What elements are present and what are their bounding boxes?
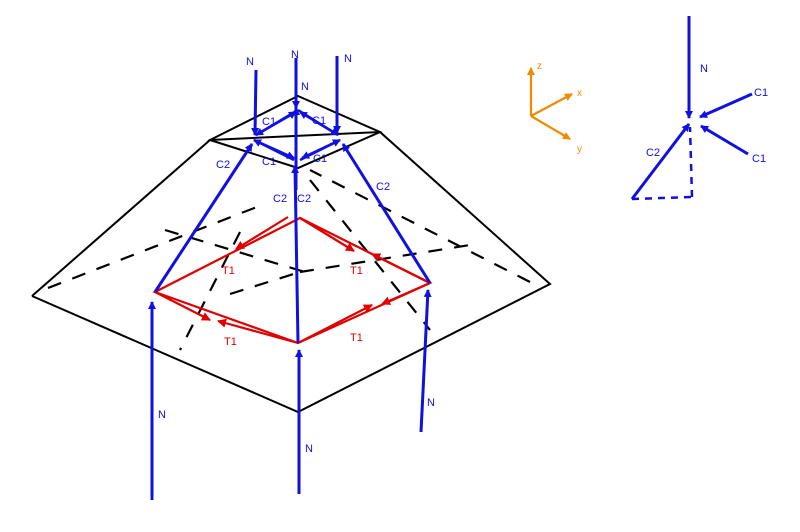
label-c1-c: C1 — [262, 156, 276, 168]
tie-square — [152, 216, 433, 345]
label-n-top-right: N — [344, 53, 352, 65]
hidden-edge-center-left — [179, 231, 241, 351]
detail-label-c1-upper: C1 — [754, 87, 768, 99]
tie-arrow-right-back — [371, 253, 431, 284]
detail-c2-arrow — [630, 123, 691, 200]
tie-arrow-front-right — [297, 304, 373, 344]
n-bottom-right — [419, 289, 432, 433]
detail-c1-lower-arrow — [700, 124, 749, 156]
axis-y-arrow — [530, 115, 571, 140]
tie-arrow-front-left — [154, 291, 211, 321]
compression-struts — [153, 107, 432, 344]
strut-c2-left — [153, 143, 254, 293]
top-c1-arrows — [253, 108, 341, 162]
axis-y-label: y — [577, 144, 582, 155]
label-c1-b: C1 — [312, 115, 326, 127]
label-t1-right-front: T1 — [350, 332, 363, 344]
c1-arrow-2 — [255, 110, 297, 137]
detail-label-c2: C2 — [646, 147, 660, 159]
label-c1-a: C1 — [262, 116, 276, 128]
footing-outline — [31, 94, 552, 414]
strut-c2-center — [291, 165, 300, 344]
detail-dashed-horizontal — [631, 195, 693, 201]
node-detail: N C1 C1 C2 — [630, 16, 768, 201]
hidden-edge-inner — [229, 270, 301, 296]
tie-arrow-front-right-2 — [381, 281, 431, 306]
hidden-edges — [47, 169, 531, 351]
label-c2-center-a: C2 — [273, 193, 287, 205]
axis-z-label: z — [537, 61, 542, 72]
label-c2-center-b: C2 — [297, 193, 311, 205]
label-n-top-left: N — [246, 56, 254, 68]
tie-arrow-right — [299, 217, 355, 252]
detail-label-n: N — [700, 63, 708, 75]
label-c2-left: C2 — [216, 159, 230, 171]
hidden-edge-front-right — [309, 179, 431, 331]
c1-arrow-8 — [301, 138, 341, 160]
strut-c2-right — [341, 143, 432, 284]
detail-c1-upper-arrow — [699, 92, 753, 119]
tension-ties — [152, 216, 433, 345]
label-c1-d: C1 — [313, 153, 327, 165]
label-t1-left-front: T1 — [224, 336, 237, 348]
label-n-top-center-2: N — [301, 81, 309, 93]
hidden-edge-left — [47, 203, 263, 290]
tie-arrow-front-left-2 — [217, 318, 299, 345]
tie-arrow-left — [235, 216, 289, 250]
label-n-top-center: N — [291, 49, 299, 61]
n-top-left — [251, 69, 260, 136]
label-n-bottom-left: N — [158, 409, 166, 421]
label-c2-right: C2 — [376, 181, 390, 193]
label-n-bottom-center: N — [305, 443, 313, 455]
c1-arrow-6 — [253, 138, 295, 160]
hidden-edge-center-right — [299, 243, 471, 274]
detail-dashed-vertical — [688, 126, 694, 198]
footing-outer-edge — [31, 130, 552, 414]
label-t1-right-back: T1 — [350, 265, 363, 277]
axis-x-label: x — [577, 88, 582, 99]
pyramid-labels: N N N N C1 C1 C1 C1 C2 C2 C2 C2 T1 T1 T1… — [158, 49, 435, 455]
axis-x-arrow — [530, 93, 573, 117]
c1-arrow-4 — [299, 110, 339, 137]
label-t1-left-back: T1 — [222, 265, 235, 277]
normal-forces — [148, 56, 432, 500]
coordinate-axes: z x y — [527, 61, 582, 155]
label-n-bottom-right: N — [427, 397, 435, 409]
detail-label-c1-lower: C1 — [752, 153, 766, 165]
